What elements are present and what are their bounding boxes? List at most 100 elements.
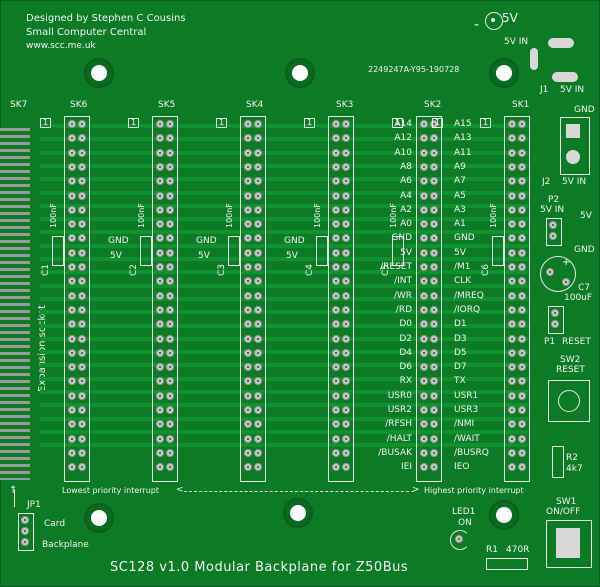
socket-pin [420,463,428,472]
p2-label: 5V IN [540,205,565,215]
socket-pin [342,348,350,357]
bus-trace [40,429,530,434]
signal-label: A6 [400,176,412,187]
signal-label: A2 [400,204,412,215]
signal-label: USR2 [387,405,412,415]
socket-pin [254,434,262,443]
socket-pin [342,363,350,372]
bus-trace [40,257,530,261]
socket-pin [342,162,350,171]
socket-pin [156,420,164,429]
signal-label: CLK [454,276,472,287]
p2-5v-label: 5V [580,211,592,221]
bus-trace [40,270,530,275]
bus-trace [40,283,530,288]
socket-pin [508,406,516,414]
jumper-jp1[interactable] [18,513,34,551]
socket-pin [156,177,164,186]
socket-pin [332,291,340,300]
socket-pin [68,248,76,257]
rail-5v-label: 5V [110,251,122,261]
signal-label: A0 [400,219,412,230]
capacitor-ref: C1 [41,263,51,276]
signal-label: A5 [454,190,466,201]
socket-pin [244,120,252,128]
socket-pin [518,120,526,128]
p1-pin-1 [551,309,559,317]
power-switch-body[interactable] [556,528,580,558]
jumper-pin-2 [21,527,29,535]
socket-pin [420,148,428,157]
signal-label: /BUSAK [378,447,412,458]
socket-pin [244,348,252,357]
socket-pin [342,220,350,229]
socket-pin [342,248,350,257]
signal-label: /NMI [454,419,475,430]
signal-label: /RFSH [385,419,412,430]
socket-pin [518,234,526,243]
socket-pin [166,363,174,372]
pin1-marker: 1 [480,118,492,128]
socket-pin [518,420,526,429]
socket-pin [508,463,516,472]
socket-pin [68,291,76,300]
signal-label: /WAIT [454,433,480,444]
socket-pin [156,463,164,472]
socket-pin [254,363,262,372]
signal-label: 5V [400,247,412,258]
rail-gnd-label: GND [108,236,129,246]
reset-button-cap[interactable] [558,390,580,412]
pin1-marker: 1 [216,118,228,128]
socket-pin [244,134,252,143]
socket-pin [166,162,174,171]
p2-pin-2 [549,232,557,240]
socket-pin [430,434,438,443]
p1-reset-header[interactable] [548,306,564,334]
reset-button[interactable] [548,380,590,422]
power-switch[interactable] [546,520,592,568]
socket-pin [78,134,86,143]
pin1-marker: 1 [40,118,52,128]
capacitor-body [392,236,404,266]
socket-pin [420,348,428,357]
socket-pin [166,177,174,186]
socket-pin [430,248,438,257]
rail-gnd-label: GND [284,236,305,246]
bus-trace [40,124,530,128]
pin1-marker: 1 [392,118,404,128]
socket-pin [244,377,252,386]
bus-trace [40,323,530,328]
socket-pin [518,320,526,329]
socket-pin [332,334,340,343]
socket-pin [68,348,76,357]
socket-pin [68,305,76,314]
socket-pin [254,420,262,429]
socket-pin [68,277,76,286]
socket-pin [254,134,262,143]
socket-pin [244,305,252,314]
socket-pin [254,120,262,128]
socket-pin [342,334,350,343]
signal-label: D5 [454,347,467,358]
bus-trace [40,336,530,341]
capacitor-value: 100nF [49,203,58,228]
socket-pin [156,148,164,157]
socket-pin [342,277,350,286]
jumper-card-label: Card [44,519,66,529]
socket-pin [508,377,516,386]
pin1-marker: 1 [304,118,316,128]
socket-pin [430,234,438,243]
priority-dashed-line [184,491,414,492]
socket-pin [78,320,86,329]
j2-terminal [560,117,590,175]
socket-pin [68,434,76,443]
socket-pin [420,406,428,414]
socket-pin [508,162,516,171]
socket-pin [430,320,438,329]
socket-label-sk6: SK6 [70,100,88,110]
p2-header[interactable] [546,218,562,246]
dc-jack-voltage: 5V [502,11,518,25]
socket-pin [508,134,516,143]
socket-pin [254,148,262,157]
j2-gnd-label: GND [574,105,595,115]
